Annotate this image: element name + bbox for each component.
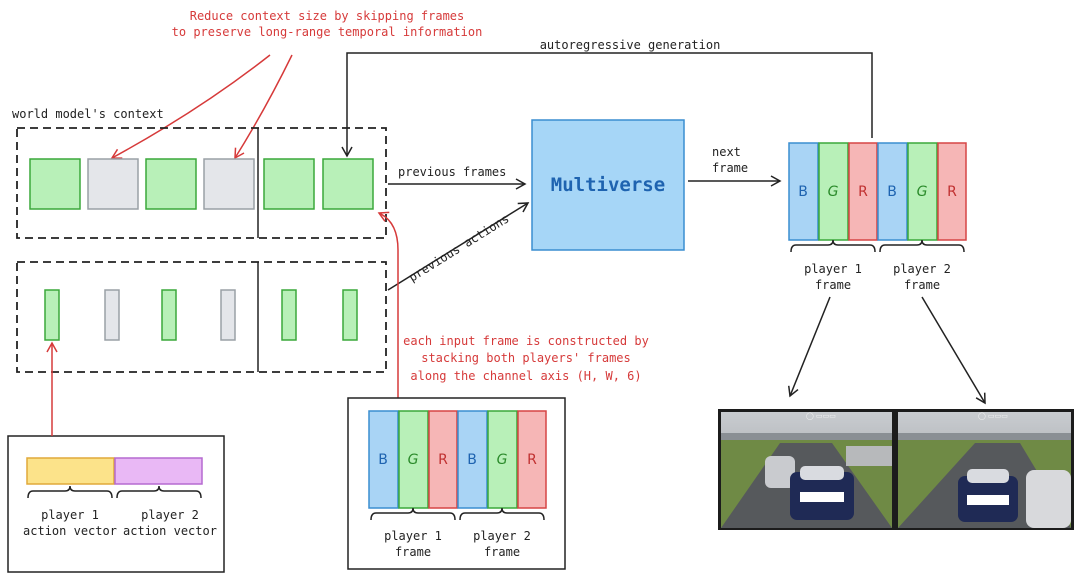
next-frame-label-line-1: next: [712, 145, 741, 159]
input-channel-b2: [457, 410, 488, 509]
input-player2-label-line-2: frame: [484, 545, 520, 559]
player1-barrier: [846, 446, 892, 466]
previous-actions-arrow: [387, 202, 530, 291]
output-brace-player1: [790, 239, 876, 253]
input-channel-b2-label: B: [467, 452, 477, 468]
action-brace-player2: [116, 485, 202, 499]
player1-action-segment: [26, 457, 115, 485]
input-brace-player1: [370, 507, 456, 521]
annotation-stack-arrow: [377, 211, 399, 398]
action-vector-box: [7, 435, 225, 573]
output-channel-g1-label: G: [828, 184, 839, 200]
input-channel-r1-label: R: [438, 452, 448, 468]
next-frame-label-line-2: frame: [712, 161, 748, 175]
output-channel-r2-label: R: [947, 184, 957, 200]
annotation-skip-line-1: Reduce context size by skipping frames: [190, 9, 465, 23]
annotation-stack-line-2: stacking both players' frames: [421, 351, 631, 365]
player1-side-car: [765, 456, 795, 488]
player1-game-view: ◯ ▭▭▭: [718, 409, 895, 530]
player2-car-number: [967, 495, 1009, 505]
previous-frames-label: previous frames: [398, 165, 506, 179]
output-channel-b1: [788, 142, 819, 241]
multiverse-model-box: [531, 119, 685, 251]
player2-action-segment: [114, 457, 203, 485]
player2-action-label-line-1: player 2: [141, 508, 199, 522]
context-frame-3: [263, 158, 315, 210]
input-channel-g1: [398, 410, 429, 509]
player1-banner: [721, 433, 892, 440]
skipped-frame-1: [87, 158, 139, 210]
skipped-action-1: [104, 289, 120, 341]
output-channel-b2-label: B: [887, 184, 897, 200]
output-player2-label-line-1: player 2: [893, 262, 951, 276]
autoregressive-arrow: [341, 52, 873, 158]
player1-view-arrow: [787, 296, 831, 398]
output-player2-label-line-2: frame: [904, 278, 940, 292]
output-channel-b2: [877, 142, 908, 241]
previous-actions-label: previous actions: [406, 211, 511, 284]
output-player1-label-line-2: frame: [815, 278, 851, 292]
player1-car-number: [800, 492, 844, 502]
annotation-arrow-1: [110, 54, 271, 159]
output-player1-label-line-1: player 1: [804, 262, 862, 276]
output-channel-g2-label: G: [917, 184, 928, 200]
input-channel-b1: [368, 410, 399, 509]
annotation-arrow-2: [234, 54, 293, 160]
frame-context-box: [16, 127, 387, 239]
context-action-4: [342, 289, 358, 341]
input-player2-label-line-1: player 2: [473, 529, 531, 543]
action-brace-player1: [27, 485, 113, 499]
context-frame-1: [29, 158, 81, 210]
input-channel-stack: B G R B G R: [368, 410, 547, 509]
player2-action-label-line-2: action vector: [123, 524, 217, 538]
input-player1-label-line-2: frame: [395, 545, 431, 559]
input-channel-r2: [517, 410, 547, 509]
input-frame-box: [347, 397, 566, 570]
input-channel-g1-label: G: [408, 452, 419, 468]
output-channel-r1-label: R: [858, 184, 868, 200]
annotation-skip-line-2: to preserve long-range temporal informat…: [172, 25, 483, 39]
context-action-2: [161, 289, 177, 341]
context-action-3: [281, 289, 297, 341]
input-channel-g2-label: G: [497, 452, 508, 468]
context-frame-2: [145, 158, 197, 210]
output-brace-player2: [879, 239, 965, 253]
player1-car-roof: [800, 466, 844, 480]
autoregressive-label: autoregressive generation: [540, 38, 721, 52]
context-frame-4: [322, 158, 374, 210]
skipped-action-2: [220, 289, 236, 341]
action-context-box: [16, 261, 387, 373]
player1-action-label-line-1: player 1: [41, 508, 99, 522]
model-name: Multiverse: [551, 174, 665, 196]
output-channel-stack: B G R B G R: [788, 142, 967, 241]
player2-view-arrow: [921, 296, 986, 405]
player2-game-view: ◯ ▭▭▭: [895, 409, 1074, 530]
context-action-1: [44, 289, 60, 341]
output-channel-g2: [907, 142, 938, 241]
player2-side-car: [1026, 470, 1071, 528]
input-channel-b1-label: B: [378, 452, 388, 468]
player1-hud-text: ◯ ▭▭▭: [806, 412, 836, 420]
skipped-frame-2: [203, 158, 255, 210]
input-channel-r1: [428, 410, 458, 509]
input-brace-player2: [459, 507, 545, 521]
input-channel-g2: [487, 410, 518, 509]
player2-banner: [898, 433, 1071, 440]
annotation-stack-line-1: each input frame is constructed by: [403, 334, 649, 348]
output-channel-b1-label: B: [798, 184, 808, 200]
input-player1-label-line-1: player 1: [384, 529, 442, 543]
output-channel-r2: [937, 142, 967, 241]
input-channel-r2-label: R: [527, 452, 537, 468]
player1-action-label-line-2: action vector: [23, 524, 117, 538]
context-label: world model's context: [12, 107, 164, 121]
player2-car-roof: [967, 469, 1009, 483]
annotation-stack-line-3: along the channel axis (H, W, 6): [410, 369, 641, 383]
player2-hud-text: ◯ ▭▭▭: [978, 412, 1008, 420]
output-channel-r1: [848, 142, 878, 241]
